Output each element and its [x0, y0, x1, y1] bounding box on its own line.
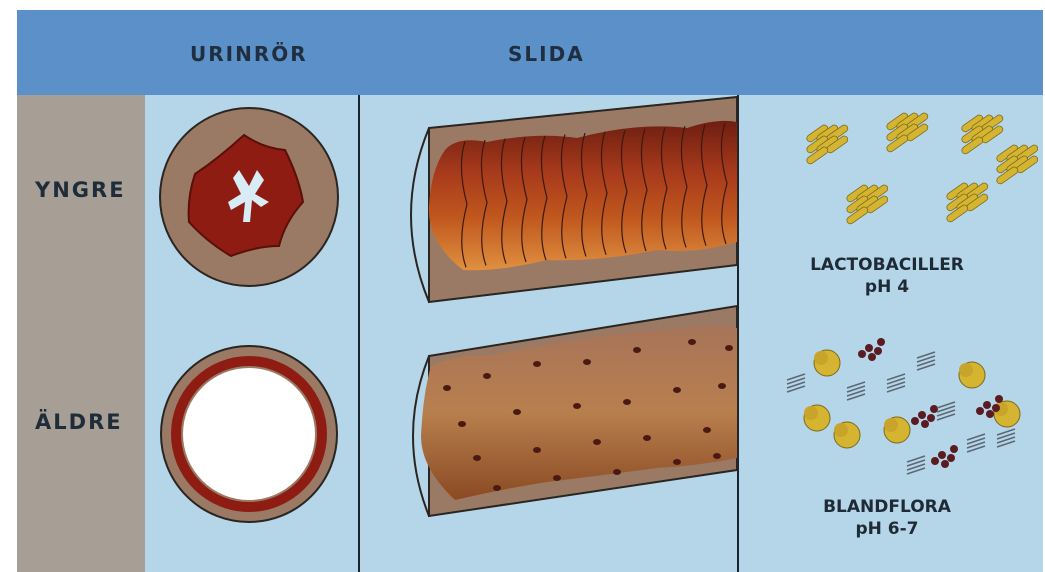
coccus [858, 350, 866, 358]
mixed-flora-cluster-icon [787, 338, 1020, 474]
mucosal-spot [643, 435, 651, 441]
mixed-flora-label: BLANDFLORA pH 6-7 [777, 496, 997, 540]
mucosal-spot [633, 347, 641, 353]
urethra-old-icon [161, 346, 337, 522]
mucosal-spot [593, 439, 601, 445]
mucosal-spot [725, 345, 733, 351]
mucosal-spot [718, 383, 726, 389]
coccus [986, 410, 994, 418]
lactobacilli-cluster-icon [805, 112, 1039, 225]
mucosal-spot [443, 385, 451, 391]
coccus [983, 401, 991, 409]
coccus [877, 338, 885, 346]
mucosal-spot [613, 469, 621, 475]
coccus-cluster-detail [804, 406, 818, 420]
mucosal-spot [573, 403, 581, 409]
mucosal-spot [533, 361, 541, 367]
mucosal-spot [458, 421, 466, 427]
coccus [921, 420, 929, 428]
coccus [995, 395, 1003, 403]
mixed-flora-name: BLANDFLORA [777, 496, 997, 518]
coccus [938, 451, 946, 459]
lactobacilli-ph: pH 4 [777, 276, 997, 298]
urethra-young-icon [160, 108, 338, 286]
coccus-cluster-detail [834, 423, 848, 437]
coccus-cluster-detail [884, 418, 898, 432]
coccus [927, 414, 935, 422]
mucosal-spot [583, 359, 591, 365]
mucosal-spot [703, 427, 711, 433]
mucosal-spot [688, 339, 696, 345]
mucosal-spot [553, 475, 561, 481]
coccus [911, 417, 919, 425]
coccus [931, 457, 939, 465]
coccus [865, 344, 873, 352]
coccus [918, 411, 926, 419]
lactobacilli-name: LACTOBACILLER [777, 254, 997, 276]
coccus [947, 454, 955, 462]
coccus [950, 445, 958, 453]
vagina-old-icon [413, 306, 737, 516]
vagina-young-icon [411, 97, 737, 302]
mucosal-spot [473, 455, 481, 461]
mucosal-spot [533, 447, 541, 453]
diagram-panel: URINRÖR SLIDA YNGRE ÄLDRE [17, 10, 1043, 572]
coccus [874, 347, 882, 355]
coccus [976, 407, 984, 415]
mucosal-spot [483, 373, 491, 379]
mucosal-spot [673, 387, 681, 393]
coccus-cluster-detail [959, 363, 973, 377]
mucosal-spot [623, 399, 631, 405]
lactobacilli-label: LACTOBACILLER pH 4 [777, 254, 997, 298]
coccus [992, 404, 1000, 412]
mixed-flora-ph: pH 6-7 [777, 518, 997, 540]
mucosal-spot [513, 409, 521, 415]
mucosal-spot [713, 453, 721, 459]
coccus [941, 460, 949, 468]
coccus [868, 353, 876, 361]
coccus [930, 405, 938, 413]
mucosal-spot [673, 459, 681, 465]
mucosal-spot [493, 485, 501, 491]
coccus-cluster-detail [814, 351, 828, 365]
